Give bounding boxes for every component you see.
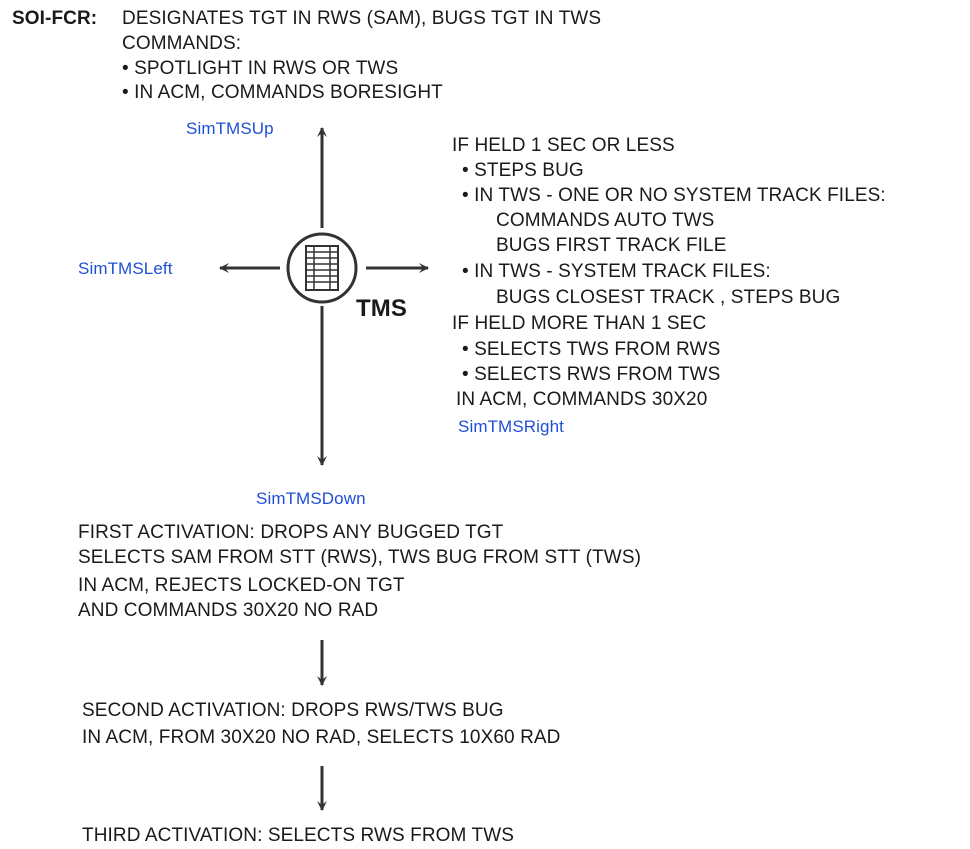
second-line-2: IN ACM, FROM 30X20 NO RAD, SELECTS 10X60… — [82, 727, 561, 748]
tms-label: TMS — [356, 295, 407, 322]
callback-right: SimTMSRight — [458, 417, 564, 436]
right-line-11: IN ACM, COMMANDS 30X20 — [456, 389, 708, 410]
right-line-1: IF HELD 1 SEC OR LESS — [452, 135, 675, 156]
right-line-3: • IN TWS - ONE OR NO SYSTEM TRACK FILES: — [462, 185, 886, 206]
right-line-8: IF HELD MORE THAN 1 SEC — [452, 313, 707, 334]
first-line-3: IN ACM, REJECTS LOCKED-ON TGT — [78, 575, 405, 596]
header-bullet-1: • SPOTLIGHT IN RWS OR TWS — [122, 58, 399, 79]
third-line-1: THIRD ACTIVATION: SELECTS RWS FROM TWS — [82, 825, 515, 846]
right-line-4: COMMANDS AUTO TWS — [496, 210, 715, 231]
callback-down: SimTMSDown — [256, 489, 366, 508]
callback-left: SimTMSLeft — [78, 259, 173, 278]
right-line-2: • STEPS BUG — [462, 160, 584, 181]
first-line-4: AND COMMANDS 30X20 NO RAD — [78, 600, 379, 621]
right-line-7: BUGS CLOSEST TRACK , STEPS BUG — [496, 287, 841, 308]
header-line-2: COMMANDS: — [122, 33, 242, 54]
right-line-6: • IN TWS - SYSTEM TRACK FILES: — [462, 261, 771, 282]
first-line-2: SELECTS SAM FROM STT (RWS), TWS BUG FROM… — [78, 547, 642, 568]
header-label: SOI-FCR: — [12, 8, 98, 29]
header-line-1: DESIGNATES TGT IN RWS (SAM), BUGS TGT IN… — [122, 8, 602, 29]
header-bullet-2: • IN ACM, COMMANDS BORESIGHT — [122, 82, 443, 103]
right-line-9: • SELECTS TWS FROM RWS — [462, 339, 721, 360]
right-line-5: BUGS FIRST TRACK FILE — [496, 235, 727, 256]
callback-up: SimTMSUp — [186, 119, 274, 138]
second-line-1: SECOND ACTIVATION: DROPS RWS/TWS BUG — [82, 700, 504, 721]
tms-switch-icon — [286, 232, 358, 304]
first-line-1: FIRST ACTIVATION: DROPS ANY BUGGED TGT — [78, 522, 504, 543]
right-line-10: • SELECTS RWS FROM TWS — [462, 364, 721, 385]
